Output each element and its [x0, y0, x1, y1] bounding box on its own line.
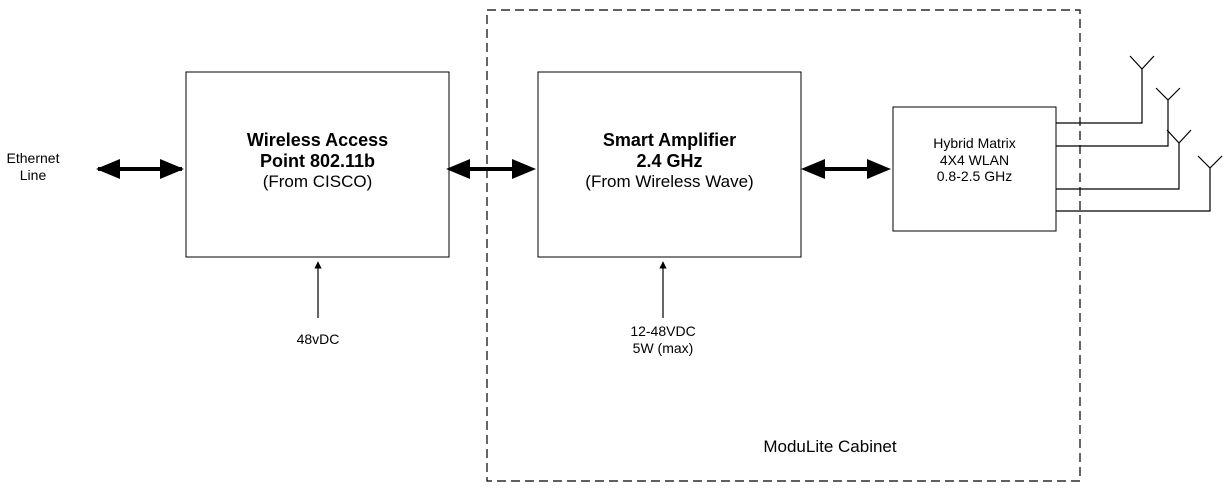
hybrid-matrix-label: Hybrid Matrix 4X4 WLAN 0.8-2.5 GHz: [893, 135, 1056, 185]
wap-power-label: 48vDC: [296, 331, 340, 347]
cabinet-boundary: [486, 9, 1081, 482]
wap-title-line2: Point 802.11b: [259, 151, 376, 172]
cabinet-label: ModuLite Cabinet: [763, 437, 897, 456]
amp-power-line1: 12-48VDC: [630, 323, 696, 339]
antenna-feeds: [1056, 69, 1211, 212]
wap-amp-arrow: [446, 159, 536, 179]
matrix-line2: 4X4 WLAN: [939, 151, 1010, 168]
wap-title-line1: Wireless Access: [246, 130, 389, 150]
antenna-icon: [1197, 155, 1223, 169]
amp-matrix-arrow: [801, 159, 891, 179]
ethernet-label: Ethernet Line: [2, 150, 64, 183]
amplifier-label: Smart Amplifier 2.4 GHz (From Wireless W…: [538, 130, 801, 193]
hybrid-matrix-block: [892, 106, 1057, 232]
amp-title-line2: 2.4 GHz: [636, 151, 703, 172]
antenna-icon: [1166, 129, 1192, 144]
amp-subtitle: (From Wireless Wave): [585, 172, 754, 192]
amplifier-block: [537, 71, 802, 258]
matrix-line1: Hybrid Matrix: [933, 135, 1016, 151]
wap-block: [185, 71, 450, 258]
antenna-icon: [1129, 55, 1155, 70]
amp-title-line1: Smart Amplifier: [602, 130, 737, 150]
antenna-icon: [1155, 87, 1181, 101]
ethernet-arrow: [96, 159, 184, 179]
amp-power-label: 12-48VDC 5W (max): [603, 323, 723, 356]
matrix-line3: 0.8-2.5 GHz: [936, 168, 1013, 185]
ethernet-label-line1: Ethernet: [6, 150, 60, 166]
wap-subtitle: (From CISCO): [262, 172, 373, 192]
amp-power-line2: 5W (max): [632, 339, 694, 356]
wap-label: Wireless Access Point 802.11b (From CISC…: [186, 130, 449, 193]
ethernet-label-line2: Line: [19, 166, 47, 183]
